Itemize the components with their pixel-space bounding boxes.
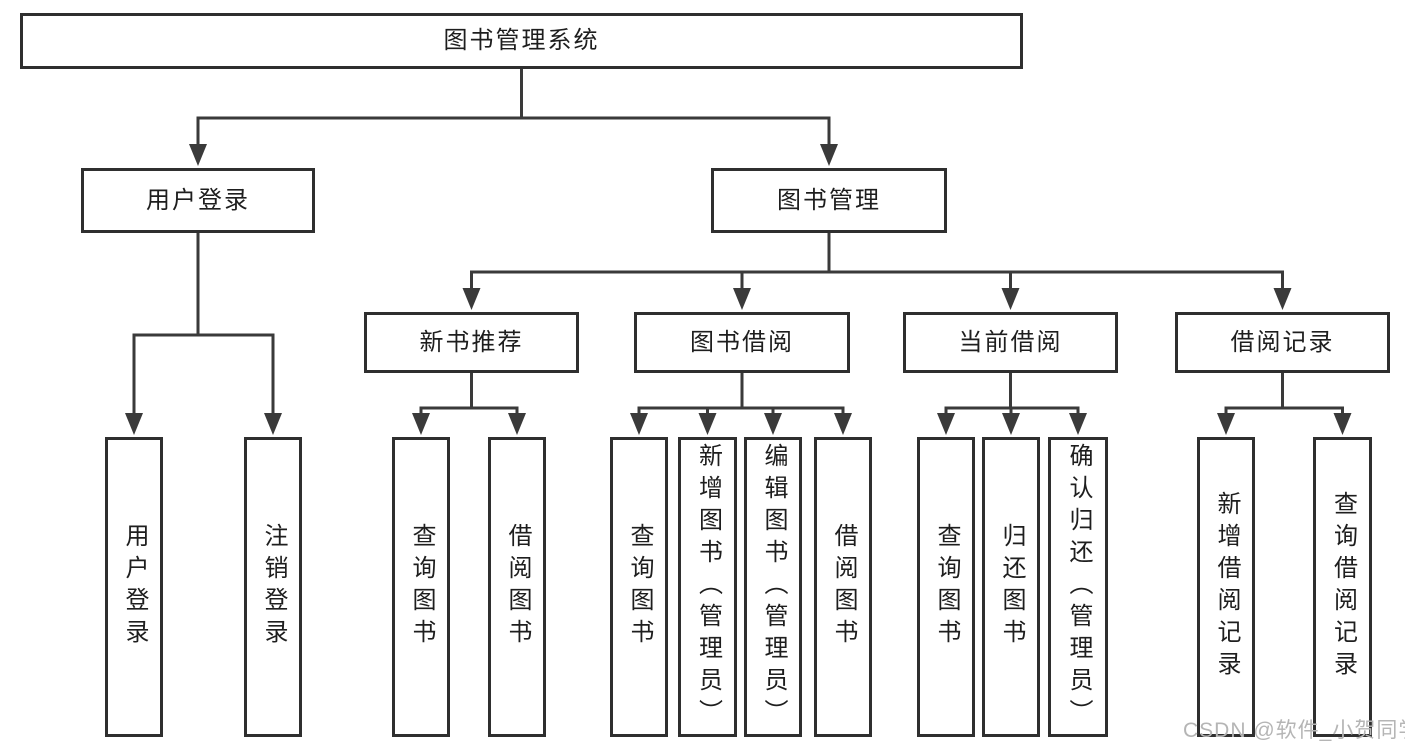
- leaf-newbooks-borrow-books: 借阅图书: [488, 437, 546, 737]
- leaf-newbooks-query-books: 查询图书: [392, 437, 450, 737]
- leaf-borrowing-add-books-admin: 新增图书（管理员）: [678, 437, 737, 737]
- leaf-borrowing-query-books: 查询图书: [610, 437, 668, 737]
- leaf-records-query-record: 查询借阅记录: [1313, 437, 1372, 737]
- node-user-login: 用户登录: [81, 168, 315, 233]
- csdn-watermark: CSDN @软件_小贺同学: [1183, 719, 1405, 742]
- leaf-current-query-books: 查询图书: [917, 437, 975, 737]
- leaf-logout: 注销登录: [244, 437, 302, 737]
- node-root: 图书管理系统: [20, 13, 1023, 69]
- leaf-borrowing-borrow-books: 借阅图书: [814, 437, 872, 737]
- node-current-borrowing: 当前借阅: [903, 312, 1118, 373]
- leaf-borrowing-edit-books-admin: 编辑图书（管理员）: [744, 437, 802, 737]
- leaf-current-return-books: 归还图书: [982, 437, 1040, 737]
- node-book-management: 图书管理: [711, 168, 947, 233]
- node-book-borrowing: 图书借阅: [634, 312, 850, 373]
- leaf-current-confirm-return-admin: 确认归还（管理员）: [1048, 437, 1108, 737]
- leaf-user-login: 用户登录: [105, 437, 163, 737]
- node-borrowing-records: 借阅记录: [1175, 312, 1390, 373]
- arrowheads: [125, 144, 1352, 435]
- node-new-book-recommend: 新书推荐: [364, 312, 579, 373]
- leaf-records-add-record: 新增借阅记录: [1197, 437, 1255, 737]
